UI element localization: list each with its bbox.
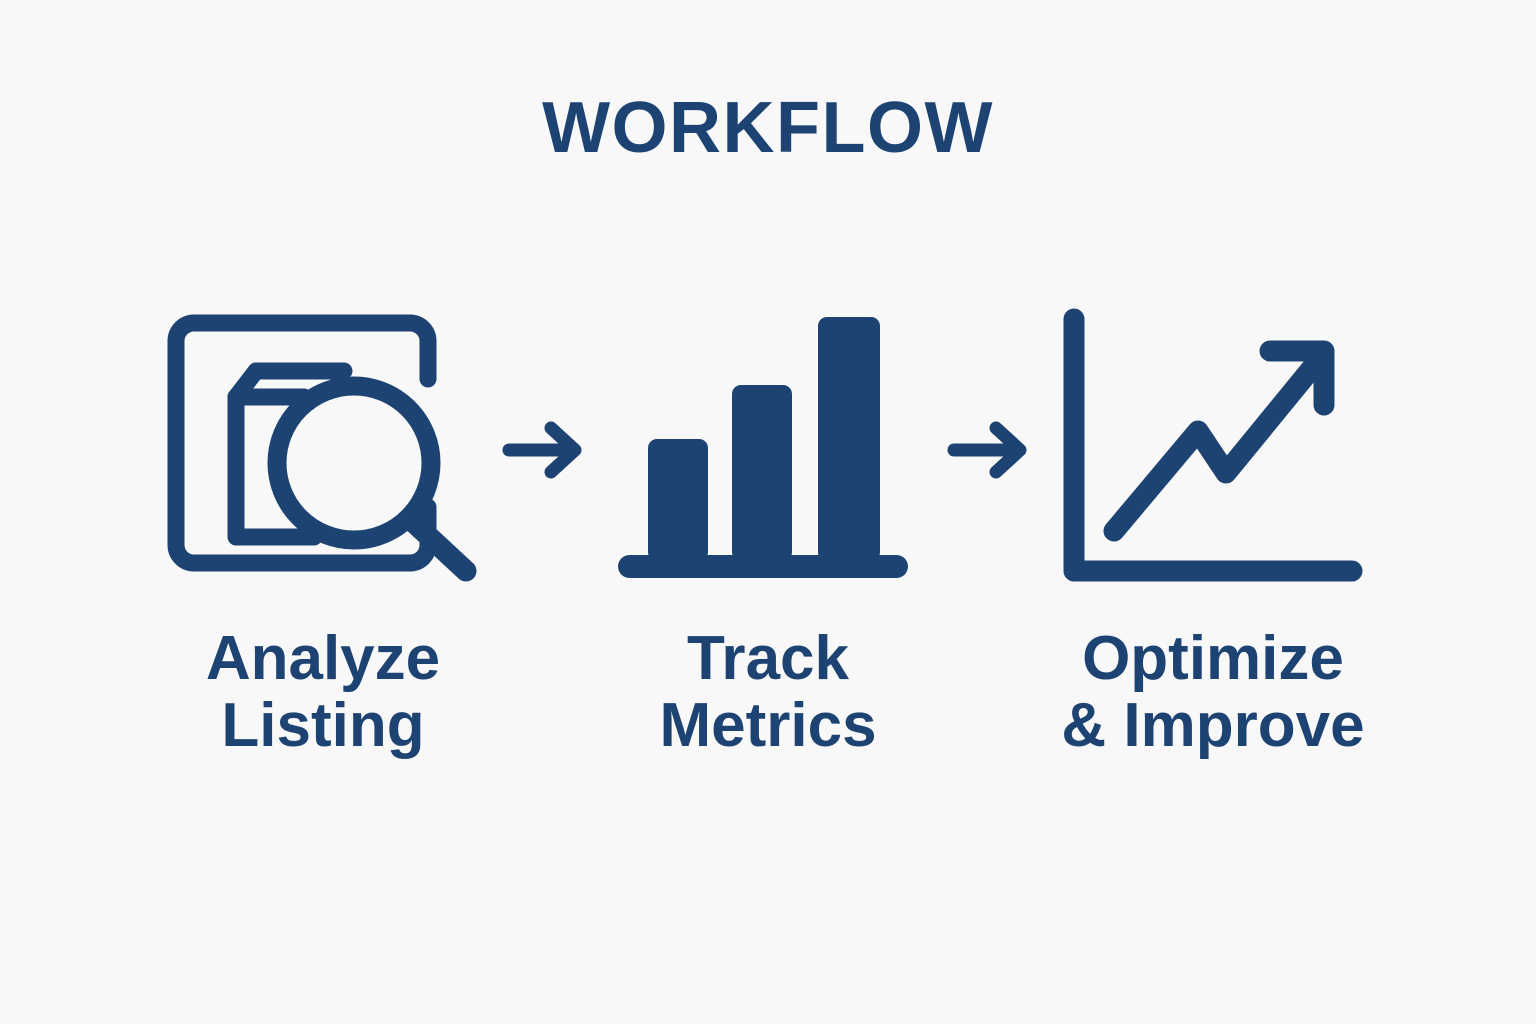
growth-line-chart-icon [1063,308,1363,582]
chart-axis [1063,308,1363,582]
workflow-step-optimize-improve[interactable]: Optimize & Improve [1048,300,1378,760]
step-2-label: Track Metrics [659,624,877,760]
trend-line [1103,352,1327,542]
workflow-step-analyze-listing[interactable]: Analyze Listing [158,300,488,760]
arrow-right-icon [502,421,581,479]
magnifier-handle-icon [399,508,477,582]
workflow-steps: Analyze Listing [0,300,1536,760]
step-2-icon-wrapper [603,300,933,600]
document-package-magnifier-icon [167,314,477,582]
bar-3 [818,317,880,561]
magnifier-lens-icon [267,376,441,550]
trend-arrowhead-icon [1259,340,1335,416]
bar-1 [648,439,708,561]
connector-2 [933,300,1048,600]
bar-chart-baseline [618,555,908,578]
workflow-step-track-metrics[interactable]: Track Metrics [603,300,933,760]
bar-2 [732,385,792,561]
arrow-right-icon [947,421,1026,479]
connector-1 [488,300,603,600]
bar-chart-icon [618,317,908,578]
step-3-label: Optimize & Improve [1061,624,1365,760]
page-title: WORKFLOW [542,88,994,168]
step-3-icon-wrapper [1048,300,1378,600]
step-1-label: Analyze Listing [205,624,441,760]
step-1-icon-wrapper [158,300,488,600]
